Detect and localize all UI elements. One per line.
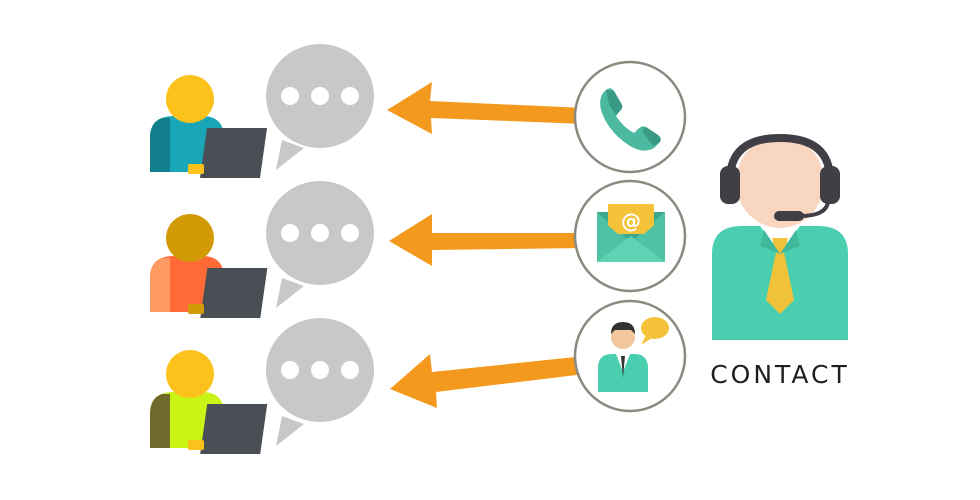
- bubble-2-dot: [311, 224, 329, 242]
- user-3-body-shade: [150, 394, 170, 448]
- channel-phone: [573, 60, 687, 174]
- bubble-3-dot: [311, 361, 329, 379]
- bubble-3-dot: [341, 361, 359, 379]
- agent-tie: [766, 238, 794, 314]
- speech-bubble-1: [266, 44, 374, 170]
- user-2-hand: [188, 304, 204, 314]
- user-2-head: [166, 214, 214, 262]
- arrow-2: [389, 214, 585, 266]
- user-2-laptop-icon: [200, 268, 268, 318]
- bubble-2-dot: [341, 224, 359, 242]
- user-2-body-shade: [150, 258, 170, 312]
- user-1-body-shade: [150, 118, 170, 172]
- headset-icon: [726, 133, 834, 181]
- bubble-1-dot: [311, 87, 329, 105]
- arrow-1: [387, 82, 585, 134]
- support-agent: [712, 133, 848, 340]
- bubble-2-dot: [281, 224, 299, 242]
- contact-label: CONTACT: [710, 360, 850, 389]
- bubble-1-dot: [341, 87, 359, 105]
- svg-text:@: @: [621, 209, 641, 233]
- chat-person-icon: [598, 317, 669, 392]
- user-3-head: [166, 350, 214, 398]
- user-3-hand: [188, 440, 204, 450]
- user-3-laptop-icon: [200, 404, 268, 454]
- user-2: [150, 214, 268, 318]
- user-1: [150, 75, 268, 178]
- bubble-1-dot: [281, 87, 299, 105]
- speech-bubble-2: [266, 181, 374, 308]
- user-1-laptop-icon: [199, 128, 268, 178]
- channel-chat: [573, 299, 687, 413]
- user-3: [150, 350, 268, 454]
- user-1-hand: [188, 164, 204, 174]
- agent-face: [736, 136, 824, 228]
- email-icon: @: [597, 204, 665, 262]
- speech-bubble-3: [266, 318, 374, 446]
- user-1-head: [166, 75, 214, 123]
- bubble-3-dot: [281, 361, 299, 379]
- arrow-3: [390, 354, 585, 408]
- channel-email: @: [573, 179, 687, 293]
